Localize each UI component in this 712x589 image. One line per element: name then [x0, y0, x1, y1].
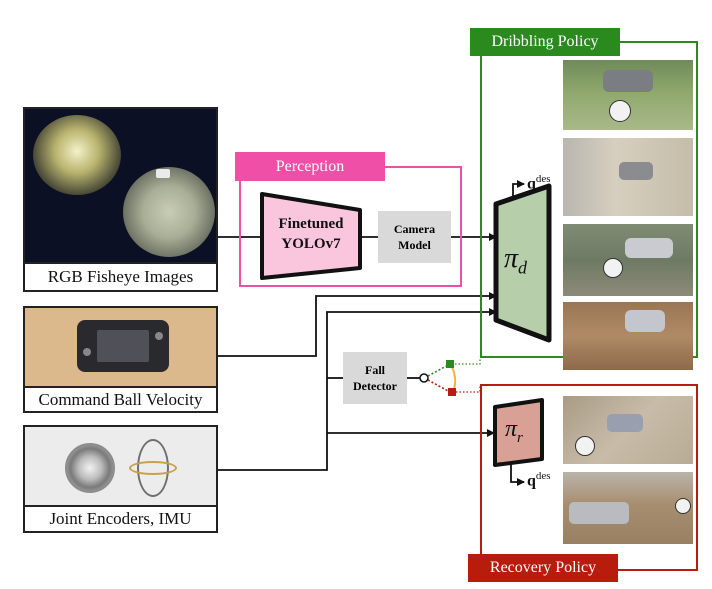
fall-detector-box: Fall Detector [343, 352, 407, 404]
yolo-label-line2: YOLOv7 [281, 236, 341, 252]
gamepad-left-stick [83, 348, 91, 356]
switch-pivot [419, 373, 429, 383]
pi-r-subscript: r [517, 429, 523, 446]
robot-dog-silhouette [625, 238, 673, 258]
pi-r-symbol: π [505, 416, 518, 442]
pi-r-block [493, 398, 544, 467]
pi-r-output-label: qdes [527, 470, 551, 490]
edge-joints-trunk [218, 308, 497, 471]
soccer-ball [609, 100, 631, 122]
fisheye-ball [156, 169, 170, 178]
switch-arc [449, 363, 457, 393]
fall-detector-line1: Fall [365, 363, 385, 377]
camera-model-box: Camera Model [378, 211, 451, 263]
robot-dog-silhouette [619, 162, 653, 180]
soccer-ball [675, 498, 691, 514]
pi-r-output-sup: des [535, 470, 551, 482]
yolo-label-line1: Finetuned [278, 216, 344, 232]
gamepad-image [23, 306, 218, 386]
pi-d-label: πd [504, 243, 527, 279]
camera-model-line2: Model [398, 238, 431, 252]
yolo-block [260, 192, 362, 280]
camera-model-line1: Camera [393, 222, 436, 236]
pi-d-subscript: d [518, 257, 528, 278]
recovery-photo-2 [563, 472, 693, 544]
recovery-photo-1 [563, 396, 693, 464]
joints-caption: Joint Encoders, IMU [23, 505, 218, 533]
dribbling-policy-tag: Dribbling Policy [470, 28, 620, 56]
imu-gyroscope-ring [129, 461, 177, 475]
gamepad-right-stick [155, 332, 163, 340]
perception-tag: Perception [235, 152, 385, 181]
switch-contact-top [446, 360, 454, 368]
fisheye-right-lens [123, 167, 215, 257]
edge-pi-r-output [510, 464, 525, 486]
pi-d-output-q: q [527, 175, 536, 193]
robot-dog-silhouette [607, 414, 643, 432]
fisheye-left-lens [33, 115, 121, 195]
robot-dog-silhouette [625, 310, 665, 332]
fisheye-image [23, 107, 218, 262]
yolo-label: Finetuned YOLOv7 [262, 214, 360, 254]
command-caption: Command Ball Velocity [23, 386, 218, 413]
robot-dog-silhouette [603, 70, 653, 92]
dribbling-photo-4 [563, 302, 693, 370]
soccer-ball [603, 258, 623, 278]
dribbling-photo-3 [563, 224, 693, 296]
pi-d-block [493, 183, 552, 343]
robot-dog-silhouette [569, 502, 629, 524]
switch-contact-bottom [448, 388, 456, 396]
pi-d-output-label: qdes [527, 173, 551, 193]
joints-image [23, 425, 218, 505]
dribbling-photo-1 [563, 60, 693, 130]
fall-detector-line2: Detector [353, 379, 397, 393]
pi-r-output-q: q [527, 472, 536, 490]
pi-d-output-sup: des [535, 173, 551, 185]
gamepad-screen [97, 330, 149, 362]
switch-arm-bottom [427, 379, 451, 393]
switch-to-dribbling [455, 358, 481, 365]
motor-icon [65, 443, 115, 493]
fisheye-caption: RGB Fisheye Images [23, 262, 218, 292]
pi-d-symbol: π [504, 243, 519, 274]
recovery-policy-tag: Recovery Policy [468, 554, 618, 582]
switch-to-recovery [456, 386, 481, 393]
pi-r-label: πr [505, 416, 523, 447]
soccer-ball [575, 436, 595, 456]
dribbling-photo-2 [563, 138, 693, 216]
edge-command-to-pi-d [218, 292, 497, 357]
